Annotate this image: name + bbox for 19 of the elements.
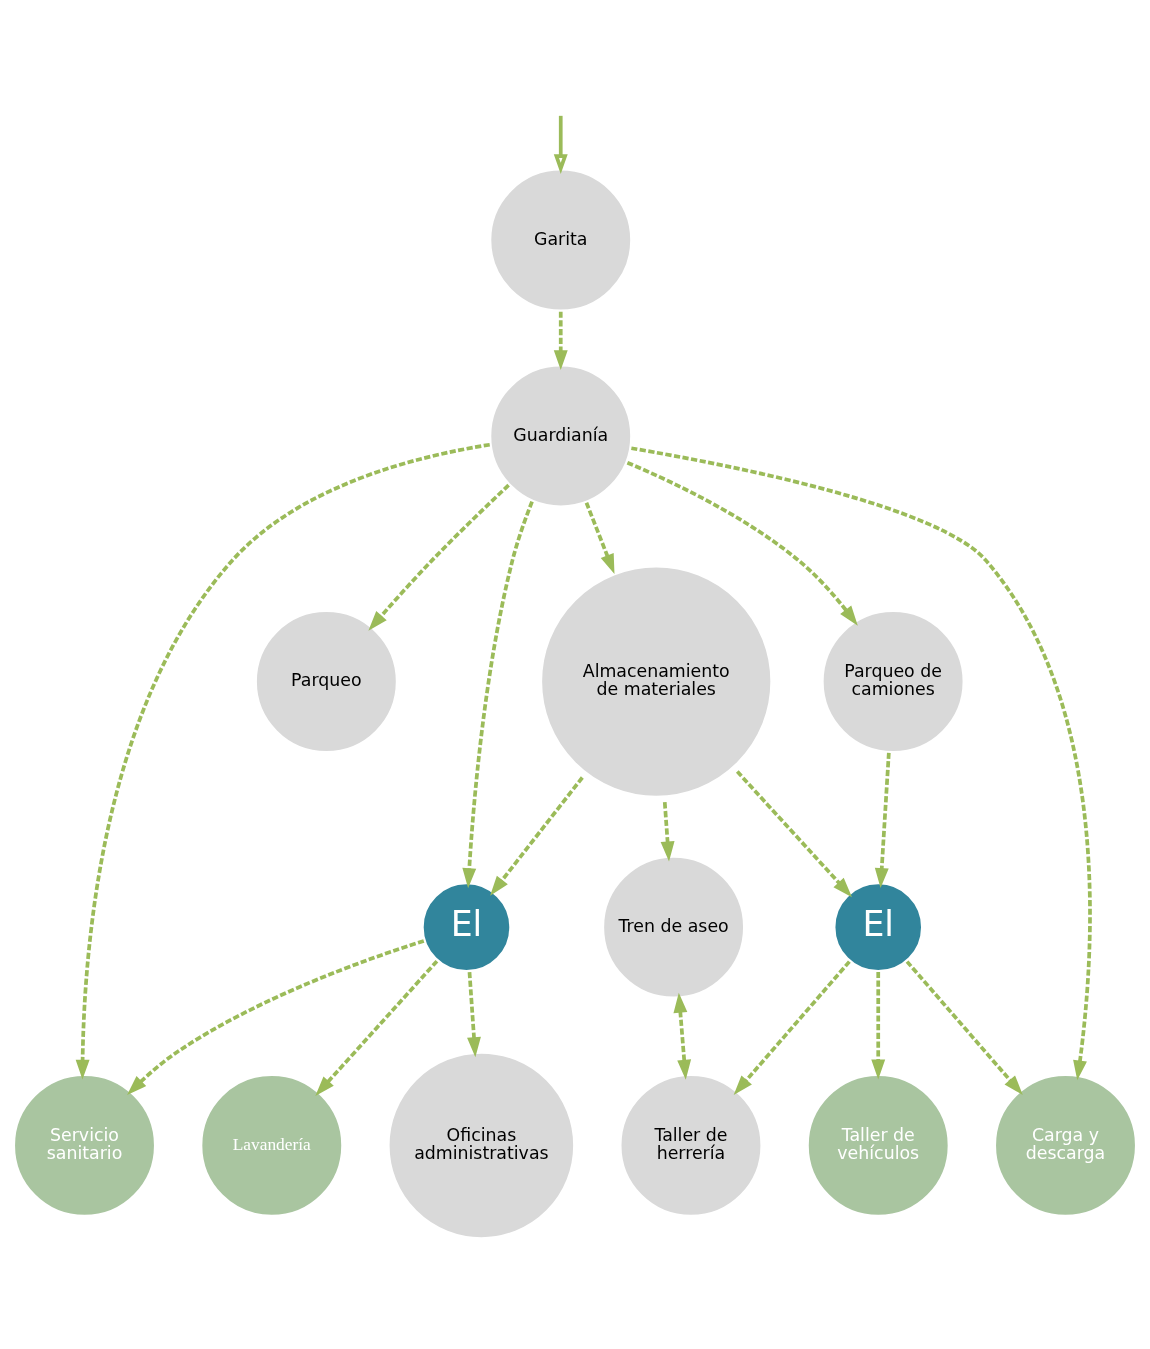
arrow: [584, 501, 615, 574]
arrow: [127, 938, 425, 1095]
arrow: [467, 971, 481, 1057]
arrow: [660, 801, 675, 861]
arrow: [75, 442, 491, 1080]
arrow: [871, 971, 886, 1079]
arrow: [874, 752, 891, 888]
arrow: [553, 115, 568, 174]
arrow: [315, 959, 439, 1096]
arrow: [553, 311, 568, 370]
arrow: [631, 445, 1092, 1080]
arrow: [368, 483, 510, 631]
arrow: [462, 500, 534, 888]
arrow: [490, 775, 584, 896]
arrow: [626, 460, 858, 626]
arrow: [733, 959, 851, 1095]
arrow: [905, 959, 1023, 1095]
arrow: [673, 992, 692, 1080]
arrow: [735, 769, 852, 897]
